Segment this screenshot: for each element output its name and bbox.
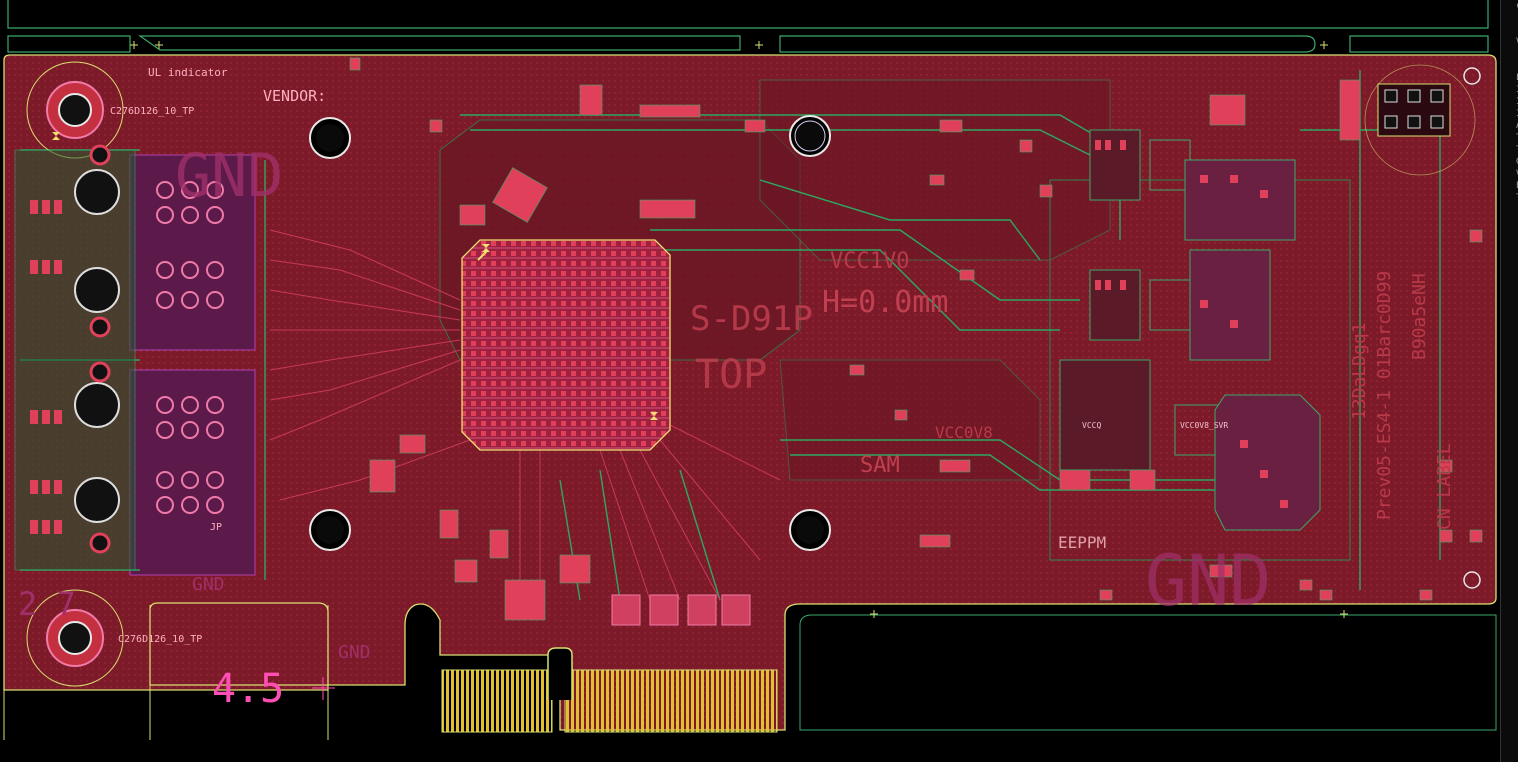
side-panel-letter: L (1501, 72, 1518, 84)
capacitor-row (611, 594, 751, 626)
cn-label: CN LABEL (1434, 443, 1455, 530)
jp-label: JP (210, 522, 222, 533)
mounting-hole-1 (309, 117, 351, 159)
mounting-holes (26, 61, 1481, 687)
mounting-hole-top-left (26, 61, 124, 159)
mounting-hole-3 (309, 509, 351, 551)
bga-package[interactable] (461, 239, 671, 451)
mounting-hole-bottom-left (26, 589, 124, 687)
vcc0v8-label: VCC0V8 (935, 423, 993, 442)
vertical-rev-label: Prev05-ES4-1 01Barc0D99 (1374, 271, 1395, 520)
board-copper (3, 54, 1497, 731)
regulator-clusters (1059, 83, 1451, 531)
side-panel-letter: V (1501, 168, 1518, 180)
vertical-block-a-label: 13DaLDgq1 (1349, 322, 1370, 420)
side-panel-letter: c (1501, 0, 1518, 12)
vccq-label: VCCQ (1082, 421, 1101, 430)
grid-ticks (130, 41, 1348, 618)
vendor-label: VENDOR: (263, 87, 326, 105)
side-panel-letter (1501, 24, 1518, 36)
eeprom-label: EEPPM (1058, 533, 1106, 552)
ul-indicator-label: UL indicator (148, 66, 228, 79)
edge-connector[interactable] (441, 647, 778, 733)
bottom-side-ref-label: C276D126_10_TP (118, 634, 202, 645)
gnd-top-label: GND (175, 141, 283, 211)
dimension-value: 4.5 (212, 666, 284, 712)
side-panel-letter: I (1501, 108, 1518, 120)
side-panel-strip: c V L I I I A T T G V E T (1500, 0, 1518, 762)
board-text-layer: UL indicator VENDOR: C276D126_10_TP C276… (18, 66, 1455, 712)
vcc1v0-label: VCC1V0 (830, 249, 909, 274)
connector-top-right (1377, 83, 1451, 137)
drc-markers (52, 132, 658, 420)
mounting-hole-2 (789, 115, 831, 157)
cage-pads (156, 181, 224, 514)
gnd-bottom-mid-label: GND (338, 642, 371, 663)
top-frame (7, 0, 1489, 53)
corner-number-label: 2 7 (18, 585, 76, 623)
top-layer-label: TOP (695, 352, 767, 398)
side-panel-letter: T (1501, 144, 1518, 156)
part-no-label: S-D91P (690, 299, 813, 339)
side-panel-letter (1501, 60, 1518, 72)
side-panel-letter: V (1501, 36, 1518, 48)
mounting-hole-4 (789, 509, 831, 551)
side-panel-letter: T (1501, 192, 1518, 204)
side-panel-letter: I (1501, 84, 1518, 96)
side-panel-letter: I (1501, 96, 1518, 108)
small-components (349, 57, 1483, 621)
side-panel-letter: E (1501, 180, 1518, 192)
vertical-block-b-label: B90a5eNH (1409, 273, 1430, 360)
fanout-traces (269, 229, 781, 601)
outline-extras (3, 605, 1497, 740)
side-panel-letter: A (1501, 120, 1518, 132)
gnd-bottom-left-label: GND (192, 574, 225, 595)
sam-label: SAM (860, 453, 900, 478)
side-panel-letter (1501, 12, 1518, 24)
side-panel-letter (1501, 48, 1518, 60)
left-connector-column (14, 144, 136, 571)
gnd-right-label: GND (1145, 540, 1271, 622)
top-side-ref-label: C276D126_10_TP (110, 106, 194, 117)
vcc0v8-svr-label: VCC0V8_SVR (1180, 421, 1228, 430)
h-value-label: H=0.0mm (822, 285, 948, 320)
side-panel-letter: G (1501, 156, 1518, 168)
dimension-marker (312, 677, 335, 700)
side-panel-letter: T (1501, 132, 1518, 144)
